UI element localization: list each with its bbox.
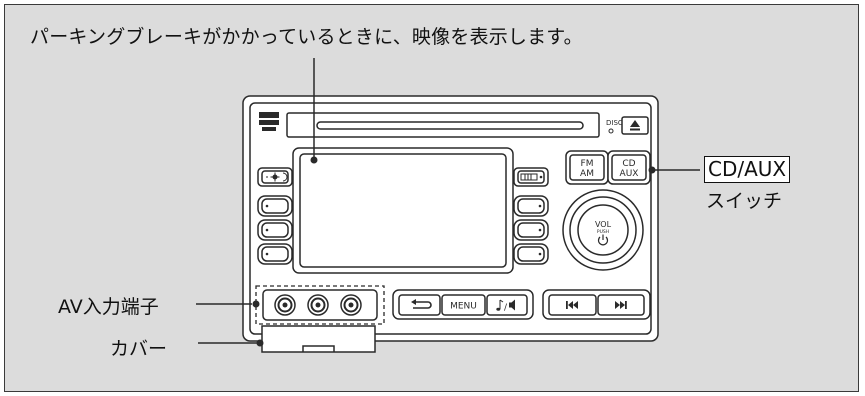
skip-forward-icon [615,301,627,309]
am-label: AM [580,169,594,179]
camera-button[interactable] [513,167,549,187]
right-button-2[interactable] [513,219,549,241]
camera-icon [520,173,543,181]
unit-inner-frame [249,102,652,335]
music-note-speaker-icon: / [496,299,515,313]
av-input-area [255,285,385,325]
av-jack-3[interactable] [340,294,362,316]
av-cover[interactable] [261,325,376,353]
disc-slot-bezel [286,112,600,138]
right-button-1[interactable] [513,195,549,217]
menu-label: MENU [450,302,477,312]
av-input-label: AV入力端子 [58,296,159,318]
left-button-1[interactable] [257,195,293,217]
caption: パーキングブレーキがかかっているときに、映像を表示します。 [30,26,583,48]
display-screen [292,147,514,274]
eject-icon [630,120,640,131]
disc-indicator [608,128,614,134]
brand-logo [259,112,279,131]
av-jack-1[interactable] [274,294,296,316]
caption-leader-dot [310,156,318,164]
aux-label: AUX [620,169,639,179]
av-jack-2[interactable] [307,294,329,316]
switch-label: スイッチ [706,190,783,212]
menu-button[interactable] [441,294,486,316]
fm-am-button[interactable] [565,150,609,185]
av-input-leader-dot [252,300,260,308]
cd-label: CD [622,159,635,169]
cover-leader-dot [256,339,264,347]
left-button-3[interactable] [257,243,293,265]
push-label: PUSH [597,229,609,235]
volume-knob[interactable] [562,189,644,271]
brightness-button[interactable] [257,167,293,187]
cd-aux-leader-dot [648,166,656,174]
brightness-icon [266,172,288,182]
back-button[interactable] [398,294,441,316]
right-button-3[interactable] [513,243,549,265]
return-arrow-icon [411,299,432,309]
left-button-2[interactable] [257,219,293,241]
fm-label: FM [581,159,594,169]
cover-label: カバー [110,338,168,360]
cd-aux-button[interactable] [607,150,651,185]
eject-button[interactable] [621,116,649,135]
disc-label: DISC [606,119,623,127]
svg-text:/: / [504,303,508,313]
cd-aux-switch-label: CD/AUX [704,156,791,183]
vol-label: VOL [595,220,612,229]
power-icon [597,234,609,246]
disc-slot [316,121,584,130]
skip-back-icon [566,301,578,309]
